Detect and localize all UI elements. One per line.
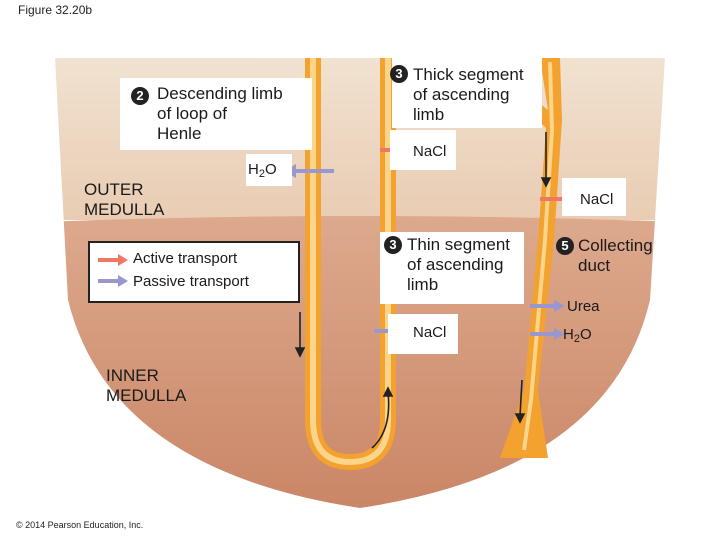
copyright-notice: © 2014 Pearson Education, Inc. — [16, 520, 144, 530]
nacl-thick-label: NaCl — [413, 143, 447, 160]
legend-active-label: Active transport — [133, 250, 238, 267]
collecting-duct-label: Collecting duct — [578, 236, 653, 275]
h2o-label-inner: H2O — [563, 326, 592, 345]
nacl-duct-panel — [562, 178, 626, 216]
flow-arrows — [294, 132, 552, 449]
h2o-label-outer: H2O — [248, 161, 277, 180]
nacl-duct-label: NaCl — [580, 191, 614, 208]
h2o-panel — [246, 154, 292, 186]
thick-segment-label: Thick segment of ascending limb — [413, 65, 524, 124]
descending-limb-panel — [120, 78, 312, 150]
thin-segment-panel — [380, 232, 524, 304]
figure-title: Figure 32.20b — [18, 3, 93, 17]
legend-passive-label: Passive transport — [133, 273, 249, 290]
legend: Active transport Passive transport — [88, 241, 300, 303]
urea-label: Urea — [567, 298, 600, 315]
thick-segment-panel — [392, 58, 542, 128]
outer-medulla-label: OUTER MEDULLA — [84, 180, 165, 219]
step-3-thin-badge: 3 — [384, 236, 402, 254]
descending-limb-label: Descending limb of loop of Henle — [157, 84, 283, 143]
nacl-thin-label: NaCl — [413, 324, 447, 341]
step-2-badge: 2 — [131, 87, 149, 105]
nacl-thick-panel — [390, 130, 456, 170]
thin-segment-label: Thin segment of ascending limb — [407, 235, 510, 294]
loop-of-henle — [305, 58, 396, 470]
legend-arrows — [98, 254, 128, 287]
step-5-badge: 5 — [556, 237, 574, 255]
step-3-thick-badge: 3 — [390, 65, 408, 83]
nacl-thin-panel — [388, 314, 458, 354]
inner-medulla-label: INNER MEDULLA — [106, 366, 187, 405]
